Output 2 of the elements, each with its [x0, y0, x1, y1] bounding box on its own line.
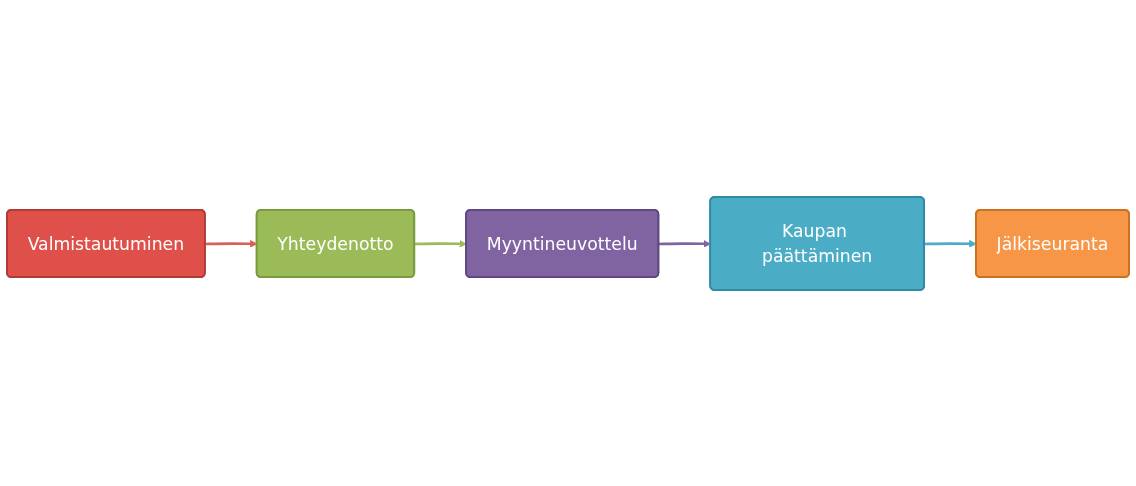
arrow	[414, 239, 467, 248]
arrow	[658, 239, 711, 248]
